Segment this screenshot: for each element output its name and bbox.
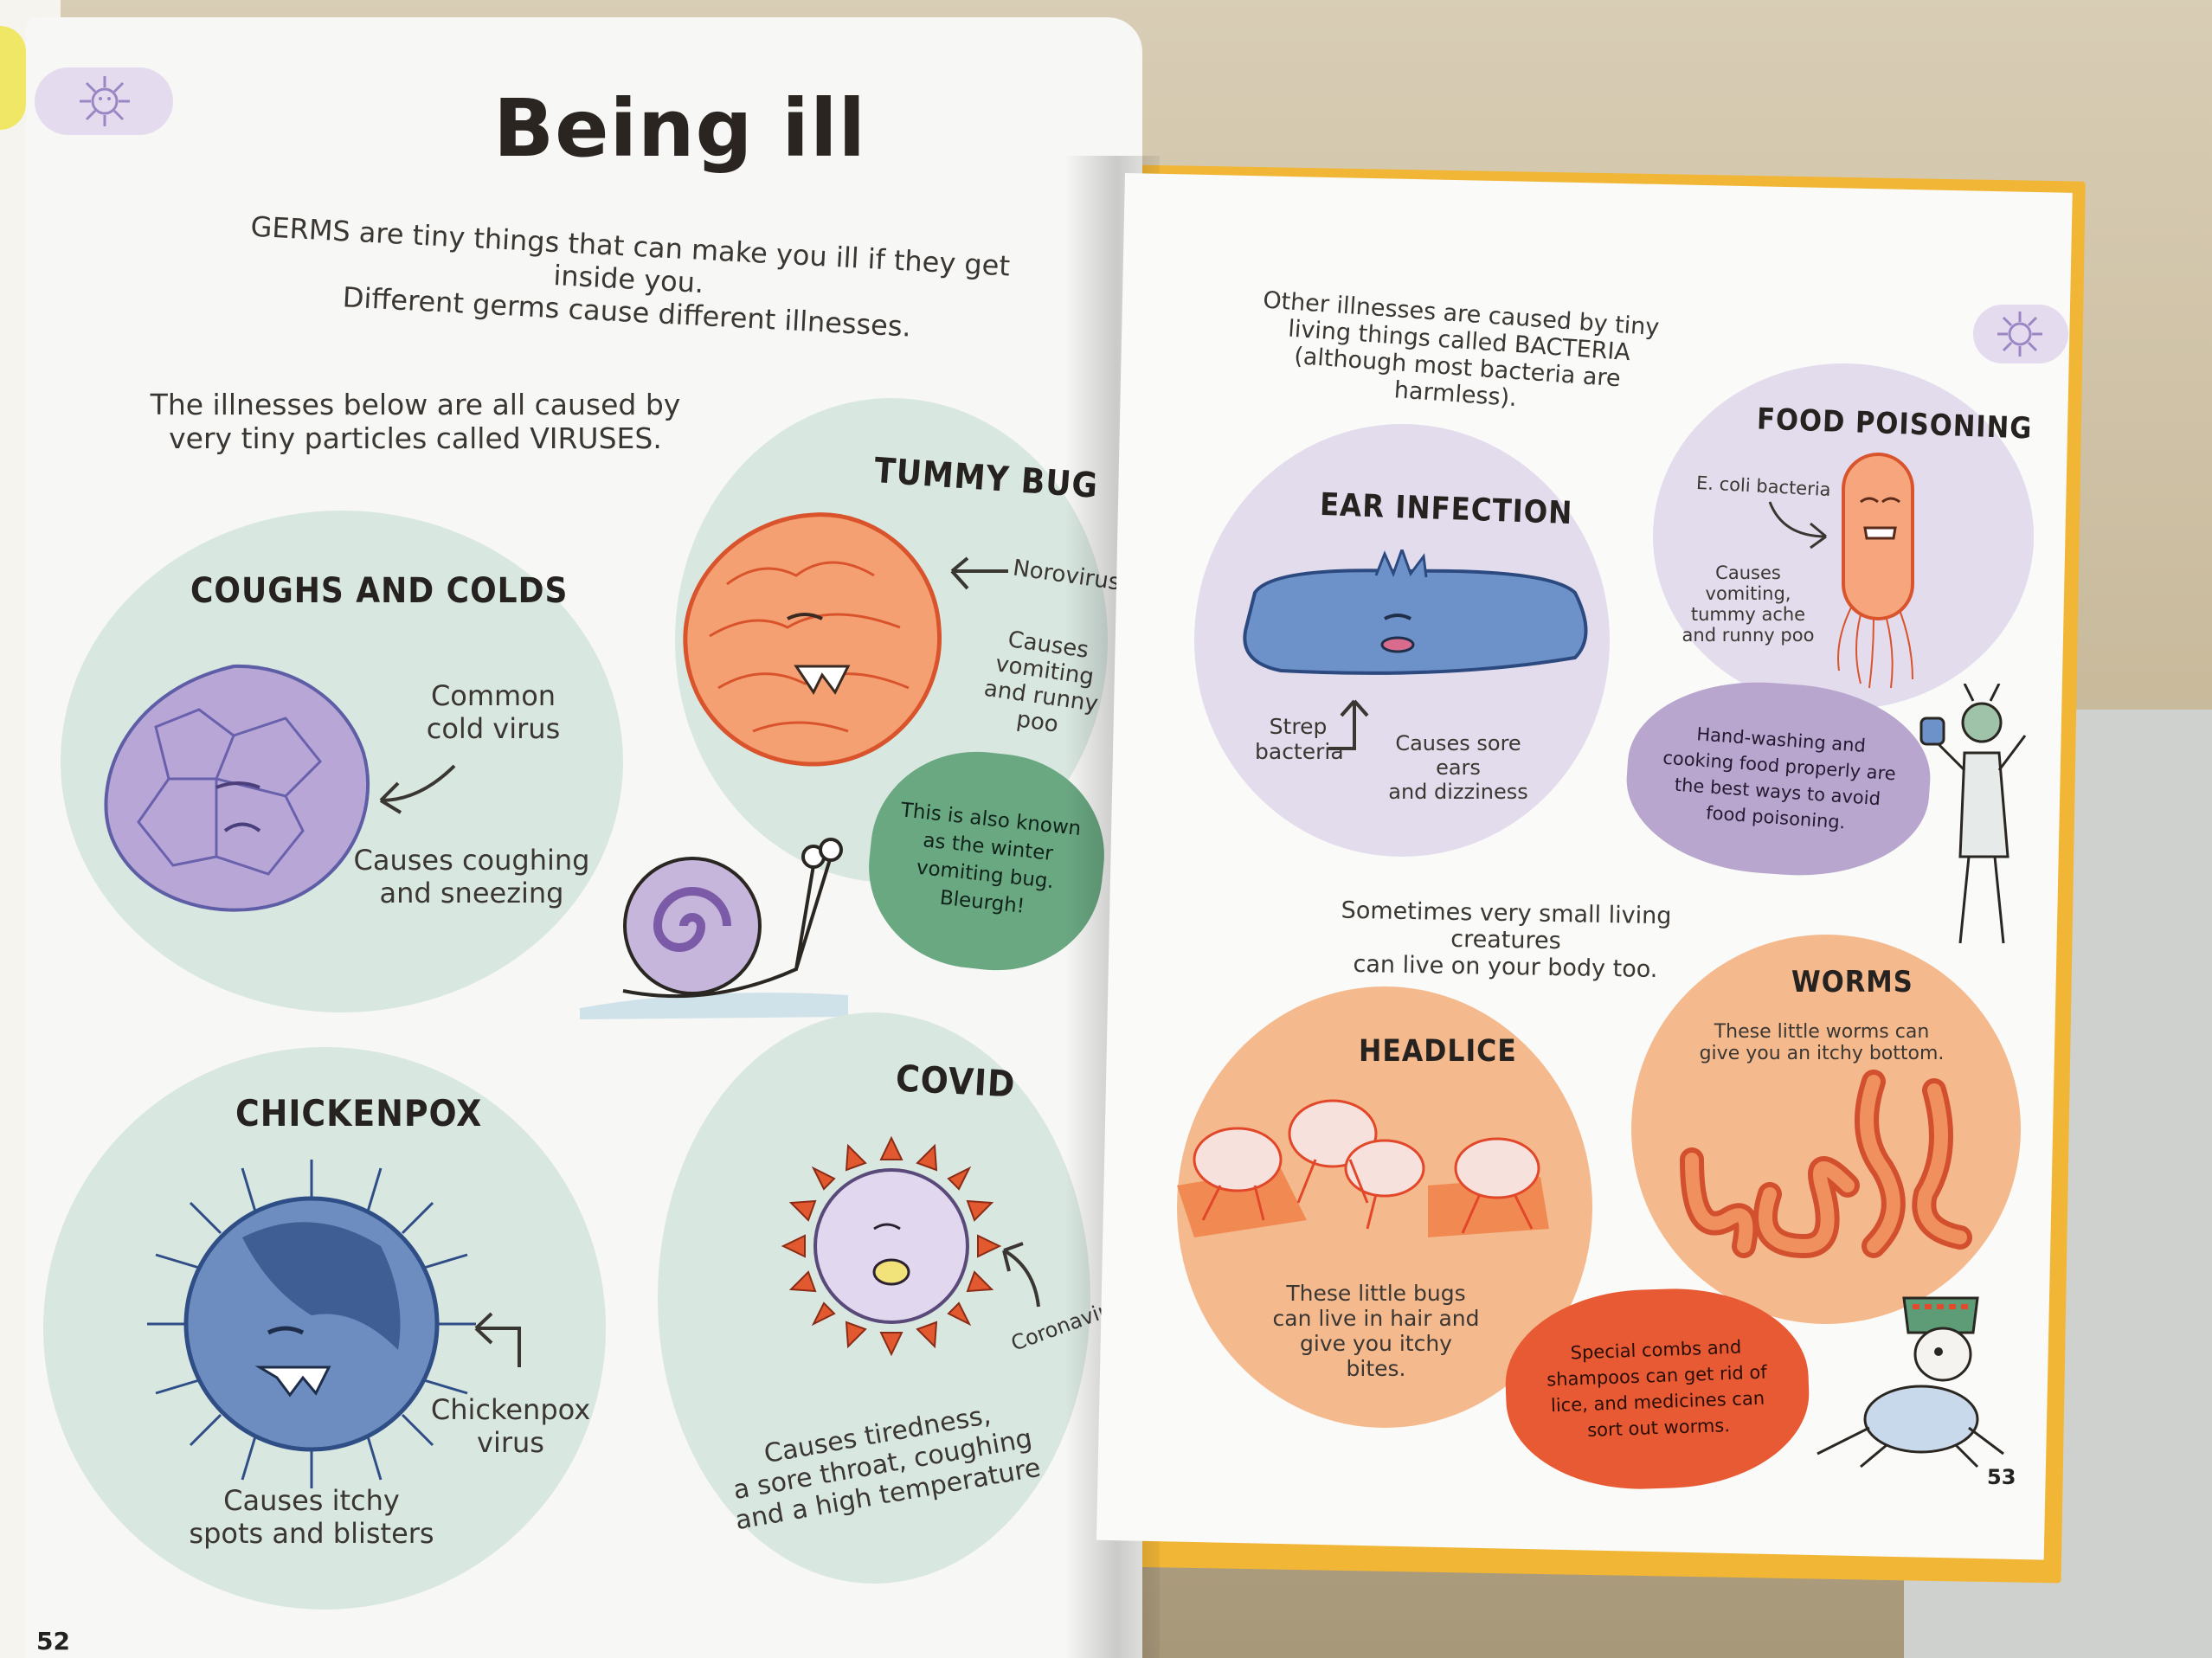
common-cold-label-2: cold virus (426, 712, 561, 745)
coughs-colds-panel: COUGHS AND COLDS Common cold virus Cause… (61, 511, 623, 1012)
page-number-left: 52 (36, 1627, 70, 1655)
ear-effect: Causes sore ears and dizziness (1372, 731, 1545, 804)
worms-effect-1: These little worms can (1714, 1021, 1930, 1043)
covid-effect: Causes tiredness, a sore throat, coughin… (713, 1391, 1052, 1538)
arrow-icon (1002, 1242, 1040, 1308)
arrow-icon (474, 1312, 521, 1367)
louse-character-illustration (1817, 1296, 2004, 1468)
yellow-tab (0, 26, 26, 130)
coughs-effect-2: and sneezing (379, 877, 564, 909)
worms-effect: These little worms can give you an itchy… (1692, 1021, 1952, 1064)
strep-label-1: Strep (1269, 714, 1328, 739)
headlice-illustration (1177, 1099, 1549, 1237)
chickenpox-heading: CHICKENPOX (235, 1092, 483, 1134)
viruses-line-1: The illnesses below are all caused by (150, 388, 681, 421)
chickenpox-effect-1: Causes itchy (223, 1484, 400, 1517)
covid-panel: COVID Coronavirus Causes tiredness, a so… (658, 1012, 1133, 1584)
ecoli-label: E. coli bacteria (1695, 472, 1832, 501)
snail-illustration (580, 838, 848, 1019)
coughs-colds-heading: COUGHS AND COLDS (190, 571, 569, 611)
chickenpox-effect: Causes itchy spots and blisters (182, 1484, 441, 1550)
germ-badge (1973, 305, 2068, 363)
cold-virus-illustration (104, 664, 370, 912)
chickenpox-virus-illustration (147, 1160, 476, 1488)
hand-washing-text: Hand-washing and cooking food properly a… (1658, 719, 1898, 839)
combs-text: Special combs and shampoos can get rid o… (1546, 1333, 1770, 1445)
headlice-effect-2: can live in hair and (1272, 1306, 1480, 1331)
common-cold-label-1: Common (430, 679, 556, 712)
ear-effect-2: and dizziness (1388, 780, 1528, 804)
covid-heading: COVID (894, 1057, 1017, 1106)
norovirus-illustration (683, 512, 942, 767)
arrow-icon (1768, 501, 1827, 549)
headlice-effect-3: give you itchy bites. (1300, 1331, 1452, 1381)
coughs-effect: Causes coughing and sneezing (346, 844, 597, 909)
chickenpox-label-1: Chickenpox (430, 1393, 591, 1426)
viruses-line-2: very tiny particles called VIRUSES. (169, 421, 662, 455)
virus-badge (35, 67, 173, 135)
food-effect: Causes vomiting, tummy ache and runny po… (1679, 562, 1817, 646)
worms-effect-2: give you an itchy bottom. (1699, 1043, 1945, 1064)
germ-badge-icon (1997, 312, 2042, 357)
germ-character-illustration (1919, 684, 2027, 944)
headlice-effect-1: These little bugs (1286, 1281, 1466, 1306)
chickenpox-panel: CHICKENPOX Chickenpox virus Causes itchy… (43, 1047, 606, 1610)
chickenpox-virus-label: Chickenpox virus (424, 1393, 597, 1459)
page-title: Being ill (493, 82, 867, 175)
ear-infection-panel: EAR INFECTION Strep bacteria Causes sore… (1194, 424, 1610, 857)
viruses-intro: The illnesses below are all caused by ve… (147, 388, 684, 455)
arrow-icon (1328, 699, 1369, 750)
strep-label-2: bacteria (1255, 739, 1344, 764)
chickenpox-label-2: virus (477, 1426, 544, 1459)
common-cold-label: Common cold virus (407, 679, 580, 745)
worms-panel: WORMS These little worms can give you an… (1631, 935, 2021, 1324)
worms-heading: WORMS (1791, 965, 1913, 999)
strep-bacteria-illustration (1243, 549, 1588, 675)
worms-illustration (1680, 1070, 1972, 1259)
food-effect-2: tummy ache (1690, 604, 1806, 625)
arrow-icon (950, 556, 1008, 590)
creatures-intro: Sometimes very small living creatures ca… (1297, 896, 1714, 984)
food-poisoning-panel: FOOD POISONING E. coli bacteria Causes v… (1653, 363, 2034, 710)
strep-bacteria-label: Strep bacteria (1255, 714, 1344, 764)
ecoli-illustration (1837, 453, 1914, 689)
arrow-icon (379, 764, 456, 814)
ear-infection-heading: EAR INFECTION (1319, 486, 1573, 532)
winter-bug-text: This is also known as the winter vomitin… (891, 796, 1083, 925)
headlice-effect: These little bugs can live in hair and g… (1272, 1281, 1480, 1381)
chickenpox-effect-2: spots and blisters (189, 1517, 434, 1550)
food-effect-1: Causes vomiting, (1705, 562, 1791, 604)
page-number-right: 53 (1987, 1465, 2016, 1489)
food-effect-3: and runny poo (1682, 625, 1815, 646)
headlice-heading: HEADLICE (1359, 1034, 1517, 1069)
coronavirus-illustration (781, 1135, 1002, 1357)
ear-effect-1: Causes sore ears (1395, 731, 1521, 780)
coughs-effect-1: Causes coughing (353, 844, 590, 877)
creatures-line-1: Sometimes very small living creatures (1341, 896, 1672, 955)
virus-badge-icon (80, 76, 130, 126)
